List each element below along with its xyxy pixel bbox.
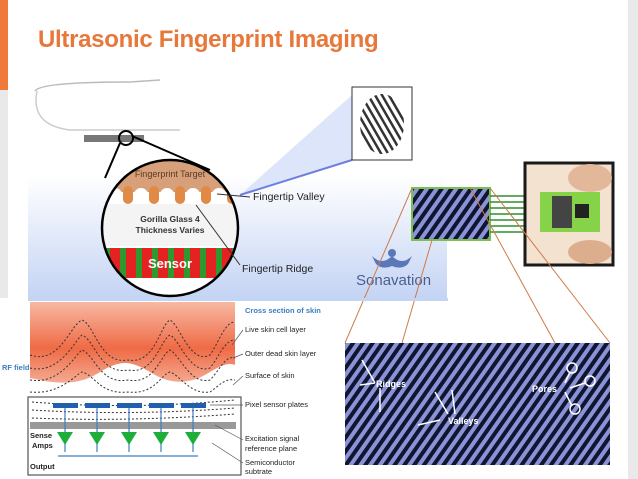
fingertip-valley-label: Fingertip Valley — [253, 191, 325, 203]
pores-label: Pores — [532, 384, 557, 394]
excitation-label-1: Excitation signal — [245, 434, 300, 443]
valleys-label: Valleys — [448, 416, 479, 426]
glass-label-2: Thickness Varies — [136, 225, 205, 235]
phone-outline — [34, 79, 161, 92]
svg-text:Sonavation: Sonavation — [356, 272, 431, 289]
sense-amps-label-2: Amps — [32, 441, 53, 450]
title-accent-bar — [0, 0, 8, 90]
output-label: Output — [30, 462, 55, 471]
skin-cross-section-diagram: Cross section of skin RF field Live skin… — [0, 298, 448, 479]
ridges-label: Ridges — [376, 379, 406, 389]
slide-title: Ultrasonic Fingerprint Imaging — [38, 26, 379, 53]
semiconductor-label-1: Semiconductor — [245, 458, 296, 467]
sensor-scan-thumbnail — [411, 187, 491, 241]
magnified-circle — [102, 160, 238, 296]
sensor-module-images — [344, 161, 615, 344]
sonavation-logo: Sonavation — [356, 249, 431, 289]
sensor-bar — [84, 135, 144, 142]
sense-amp-icons — [57, 432, 201, 445]
rf-field-label: RF field — [2, 363, 30, 372]
excitation-label-2: reference plane — [245, 444, 297, 453]
pixel-plates-label: Pixel sensor plates — [245, 400, 308, 409]
semiconductor-label-2: subtrate — [245, 467, 272, 476]
zoom-cone — [240, 95, 352, 195]
fingerprint-target-label: Fingerprint Target — [135, 169, 206, 179]
surface-of-skin-label: Surface of skin — [245, 371, 295, 380]
sensor-label: Sensor — [148, 256, 192, 271]
glass-label-1: Gorilla Glass 4 — [140, 214, 200, 224]
fingertip-ridge-label: Fingertip Ridge — [242, 263, 313, 275]
live-skin-label: Live skin cell layer — [245, 325, 306, 334]
ultrasonic-scan-image: Ridges Valleys Pores — [345, 343, 610, 465]
outer-dead-skin-label: Outer dead skin layer — [245, 349, 317, 358]
sensor-stack-diagram: Fingerprint Target Gorilla Glass 4 Thick… — [28, 75, 447, 298]
cross-section-heading: Cross section of skin — [245, 306, 321, 315]
sense-amps-label-1: Sense — [30, 431, 52, 440]
fingerprint-icon — [360, 94, 404, 154]
